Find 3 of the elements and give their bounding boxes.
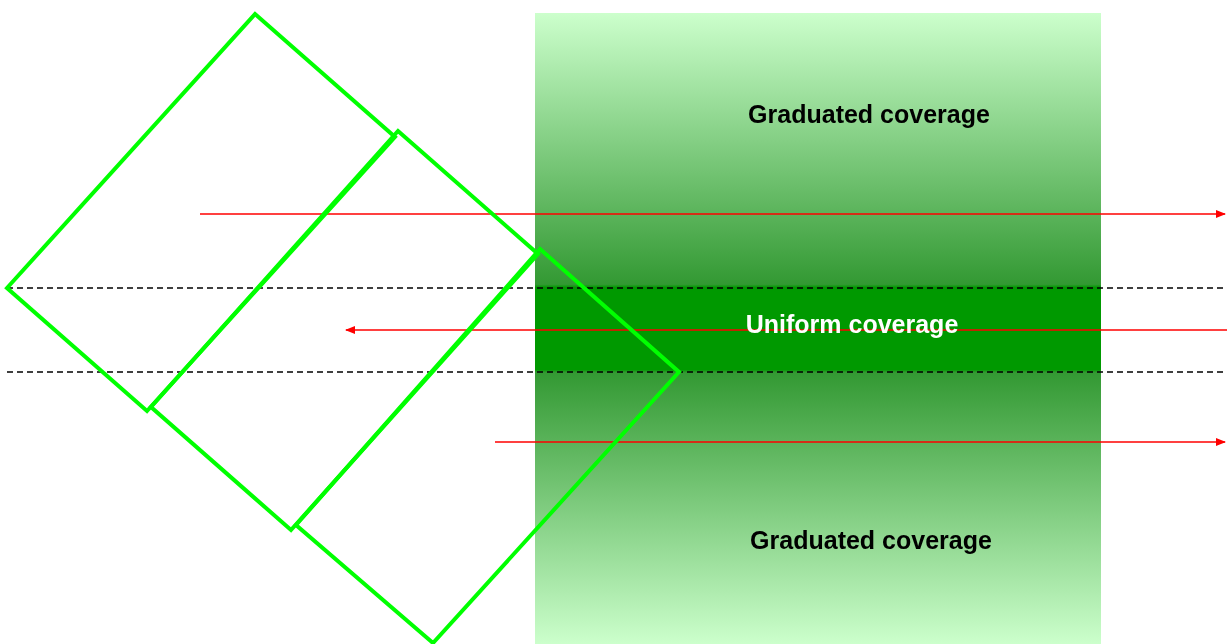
coverage-label: Graduated coverage: [750, 525, 992, 555]
coverage-label: Graduated coverage: [748, 99, 990, 129]
coverage-band: [535, 13, 1101, 644]
